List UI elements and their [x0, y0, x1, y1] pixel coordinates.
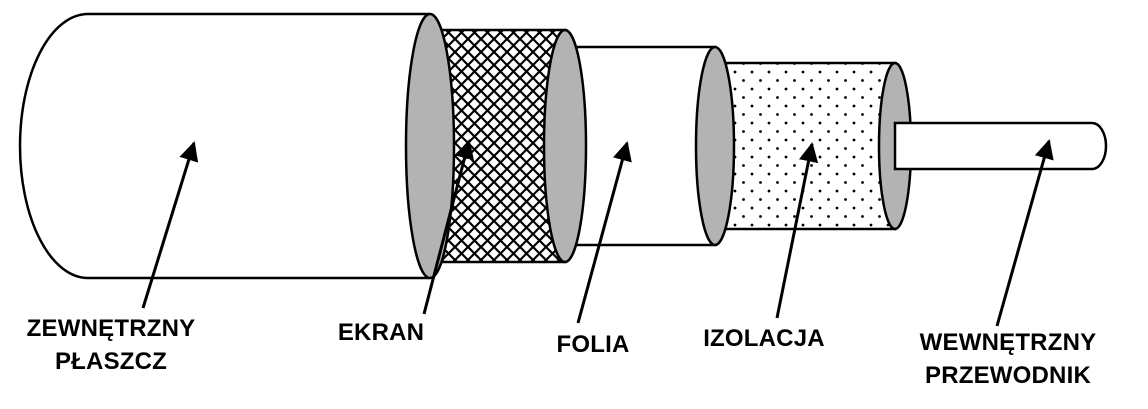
foil-cut-face: [694, 45, 736, 247]
label-shield: EKRAN: [320, 316, 442, 349]
label-inner-conductor-line1: WEWNĘTRZNY: [919, 329, 1097, 356]
inner-conductor-shape: [893, 121, 1108, 171]
outer-jacket-shape: [18, 12, 430, 280]
label-inner-conductor-line2: PRZEWODNIK: [925, 362, 1091, 390]
label-outer-jacket: ZEWNĘTRZNY PŁASZCZ: [0, 312, 222, 378]
jacket-cut-face: [404, 12, 456, 280]
label-outer-jacket-line2: PŁASZCZ: [54, 348, 168, 376]
arrow-insulation: [775, 142, 819, 319]
label-foil-text: FOLIA: [556, 331, 630, 358]
label-insulation-text: IZOLACJA: [703, 325, 825, 352]
foil-shape: [563, 45, 717, 247]
label-inner-conductor: WEWNĘTRZNY PRZEWODNIK: [898, 326, 1118, 392]
arrow-inner-conductor: [995, 139, 1054, 327]
arrow-outer-jacket: [141, 141, 199, 309]
label-outer-jacket-line1: ZEWNĘTRZNY: [26, 315, 196, 342]
annotation-arrows: [141, 139, 1054, 327]
label-shield-text: EKRAN: [337, 319, 425, 346]
label-insulation: IZOLACJA: [698, 322, 830, 355]
arrow-shield: [422, 139, 475, 315]
insulation-shape: [713, 61, 897, 231]
label-foil: FOLIA: [538, 328, 648, 361]
shield-cut-face: [542, 28, 588, 264]
arrow-foil: [576, 141, 632, 324]
